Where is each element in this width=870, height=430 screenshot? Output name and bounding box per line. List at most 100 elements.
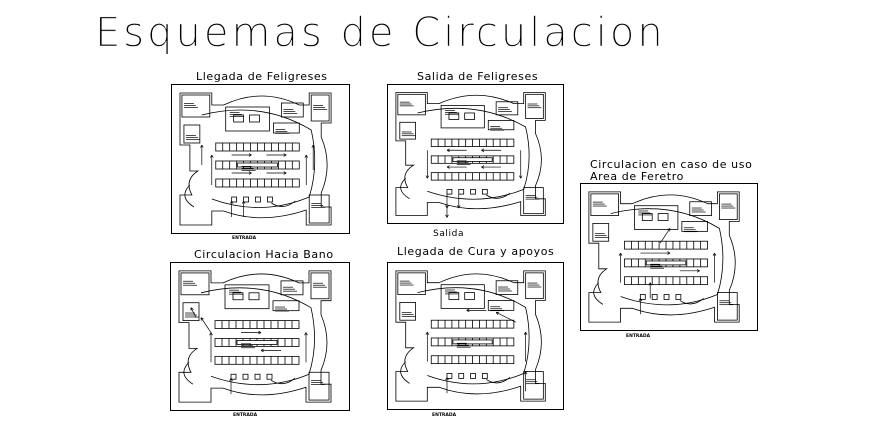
side-room — [280, 280, 304, 296]
annotation-text-line — [456, 344, 469, 346]
altar-table — [464, 112, 475, 120]
chair — [481, 189, 488, 195]
annotation-text-line — [399, 280, 410, 282]
annotation-text-line — [313, 282, 323, 284]
annotation-text-line — [399, 103, 412, 105]
side-room — [181, 94, 211, 118]
nave-label-box — [236, 340, 278, 345]
nave-label-box — [237, 162, 278, 168]
annotation-text-line — [401, 135, 416, 137]
annotation-text-line — [456, 160, 467, 162]
annotation-text-line — [683, 231, 698, 233]
floor-plan-drawing — [395, 270, 546, 402]
side-room — [180, 272, 210, 296]
annotation-text-line — [445, 113, 459, 115]
annotation-text-line — [311, 205, 324, 206]
annotation-text-line — [185, 312, 195, 314]
side-room — [308, 371, 330, 401]
side-room — [719, 193, 738, 220]
annotation-text-line — [490, 308, 503, 310]
salida-label-p2: Salida — [433, 229, 465, 239]
annotation-text-line — [594, 235, 607, 236]
annotation-text-line — [525, 195, 536, 196]
side-room — [399, 121, 416, 140]
side-room — [310, 94, 330, 122]
annotation-text-line — [183, 282, 195, 284]
annotation-text-line — [241, 345, 253, 347]
side-room — [495, 101, 519, 116]
annotation-text-line — [445, 112, 457, 113]
caption-feretro-line1: Circulacion en caso de uso — [590, 158, 753, 171]
annotation-text-line — [719, 302, 732, 304]
chair — [266, 373, 273, 380]
annotation-text-line — [241, 170, 256, 171]
annotation-text-line — [527, 282, 538, 284]
inner-wall — [201, 109, 316, 208]
side-room — [525, 93, 544, 119]
circulation-arrow — [200, 317, 212, 333]
plan-panel-circulacion-bano — [170, 262, 350, 411]
side-room — [183, 124, 201, 144]
annotation-text-line — [490, 129, 505, 131]
annotation-text-line — [719, 304, 734, 306]
side-room — [280, 102, 304, 118]
chair — [243, 196, 249, 203]
annotation-text-line — [638, 212, 651, 214]
annotation-text-line — [283, 113, 298, 114]
annotation-text-line — [527, 284, 540, 286]
annotation-text-line — [185, 314, 197, 316]
altar-block — [440, 105, 485, 129]
entrance-arc — [183, 362, 194, 385]
chair — [470, 373, 476, 379]
annotation-text-line — [313, 286, 327, 288]
annotation-text-line — [525, 196, 538, 198]
building-outline — [395, 270, 546, 402]
annotation-text-line — [229, 291, 241, 293]
annotation-text-line — [456, 342, 467, 344]
annotation-text-line — [445, 110, 455, 111]
annotation-text-line — [241, 168, 254, 169]
altar-table — [448, 112, 460, 120]
building-outline — [179, 92, 332, 226]
annotation-text-line — [638, 214, 653, 216]
sheet-title: Esquemas de Circulacion — [95, 10, 666, 56]
annotation-text-line — [638, 210, 649, 212]
annotation-text-line — [525, 198, 540, 200]
caption-llegada-feligreses: Llegada de Feligreses — [196, 70, 328, 83]
annotation-text-line — [275, 133, 290, 134]
annotation-text-line — [650, 265, 663, 267]
annotation-text-line — [691, 207, 702, 209]
annotation-text-line — [311, 382, 323, 383]
annotation-text-line — [498, 290, 512, 292]
annotation-text-line — [229, 293, 243, 295]
annotation-text-line — [183, 280, 193, 282]
caption-feretro-line2: Area de Feretro — [590, 170, 684, 183]
annotation-text-line — [229, 289, 239, 291]
inner-wall — [417, 287, 530, 385]
annotation-text-line — [527, 103, 538, 105]
annotation-text-line — [498, 288, 510, 290]
plan-panel-llegada-cura — [387, 262, 564, 410]
side-room — [310, 272, 330, 300]
annotation-text-line — [456, 164, 471, 165]
side-room — [681, 221, 708, 232]
annotation-text-line — [275, 131, 288, 132]
nave-label-box — [645, 260, 687, 266]
annotation-text-line — [401, 316, 416, 317]
plan-panel-llegada-feligreses — [171, 84, 350, 234]
annotation-text-line — [399, 284, 414, 286]
annotation-text-line — [241, 166, 252, 167]
floor-plan-drawing — [588, 191, 740, 323]
annotation-text-line — [275, 310, 289, 312]
side-room — [399, 302, 416, 321]
annotation-text-line — [456, 162, 469, 164]
building-outline — [178, 270, 332, 403]
inner-wall — [610, 208, 724, 306]
annotation-text-line — [275, 129, 286, 130]
circulation-arrow — [659, 228, 671, 244]
side-room — [592, 223, 610, 242]
entrance-arc — [400, 361, 410, 384]
chair — [481, 373, 488, 379]
annotation-text-line — [241, 347, 255, 349]
annotation-text-line — [401, 314, 414, 315]
